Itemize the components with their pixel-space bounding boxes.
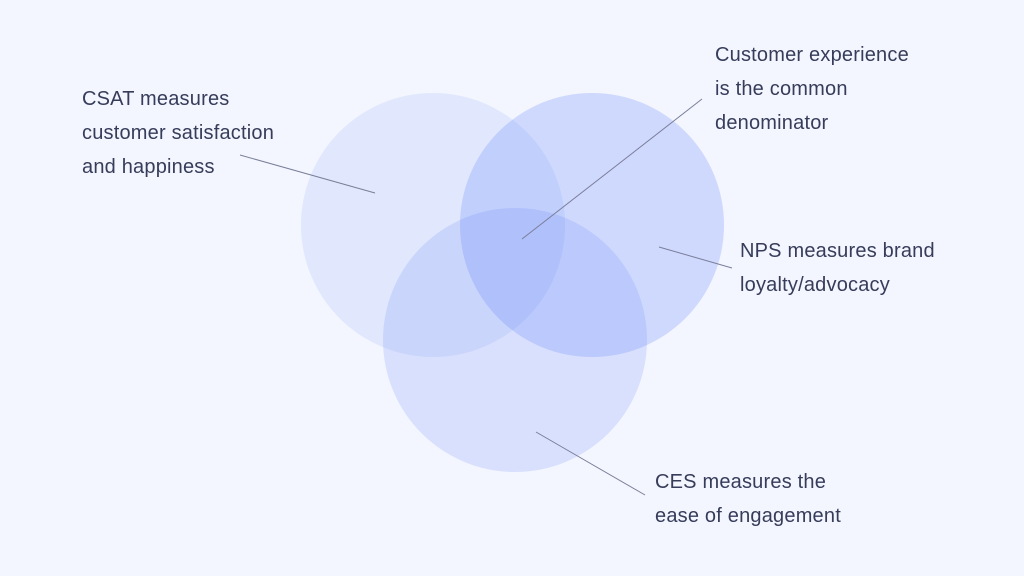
common-label-line: denominator [715,112,829,134]
nps-leader-line [658,246,733,269]
csat-label: CSAT measures customer satisfaction and … [82,82,274,184]
common-label: Customer experience is the common denomi… [715,38,909,140]
csat-label-line: CSAT measures [82,88,230,110]
ces-label: CES measures the ease of engagement [655,465,841,533]
ces-circle [383,208,647,472]
csat-leader-line [239,154,376,194]
ces-leader-line [535,431,646,496]
csat-label-line: and happiness [82,156,215,178]
csat-circle [301,93,565,357]
nps-circle [460,93,724,357]
ces-label-line: CES measures the [655,471,827,493]
ces-label-line: ease of engagement [655,505,841,527]
nps-label: NPS measures brand loyalty/advocacy [740,234,935,302]
csat-label-line: customer satisfaction [82,122,275,144]
common-label-line: Customer experience [715,44,909,66]
nps-label-line: NPS measures brand [740,240,935,262]
nps-label-line: loyalty/advocacy [740,274,890,296]
common-leader-line [521,98,703,240]
common-label-line: is the common [715,78,848,100]
